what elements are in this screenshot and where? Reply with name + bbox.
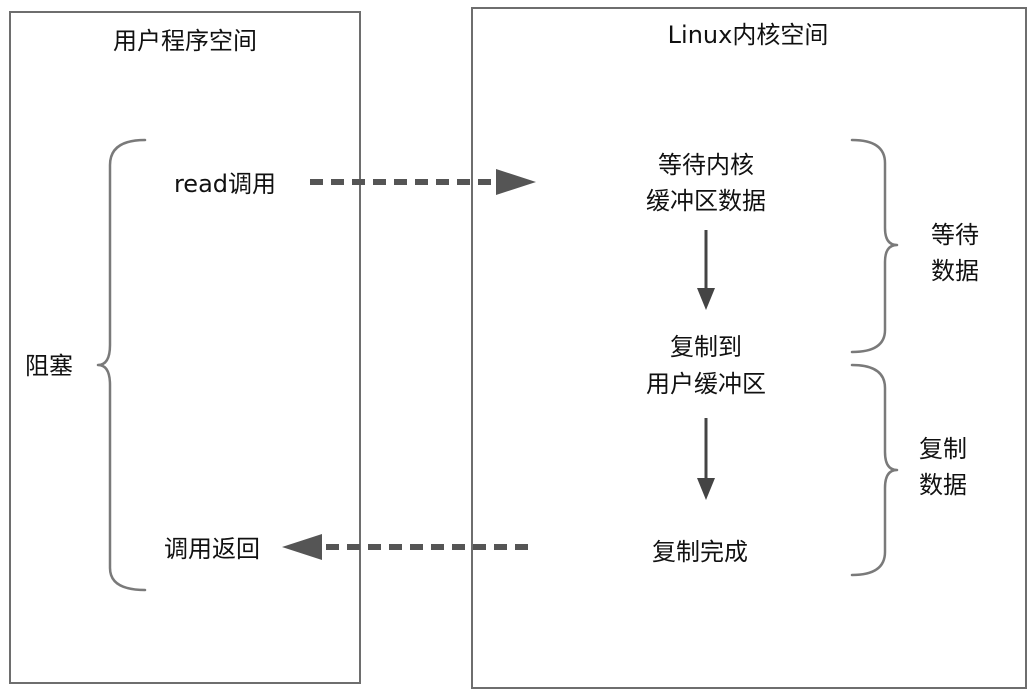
kernel-space-title: Linux内核空间 bbox=[668, 21, 829, 49]
step-copy-complete: 复制完成 bbox=[652, 538, 748, 566]
step-arrow-2-head bbox=[697, 478, 715, 500]
phase-copy-line2: 数据 bbox=[919, 471, 967, 499]
read-call-arrowhead bbox=[496, 169, 536, 195]
step-wait-kernel-line1: 等待内核 bbox=[658, 151, 754, 179]
step-copy-line1: 复制到 bbox=[670, 333, 742, 361]
user-space-box bbox=[9, 11, 361, 684]
call-return-label: 调用返回 bbox=[164, 535, 260, 563]
kernel-space-box bbox=[471, 7, 1027, 689]
step-wait-kernel-line2: 缓冲区数据 bbox=[646, 187, 766, 215]
wait-data-brace bbox=[850, 138, 899, 354]
step-arrow-1-head bbox=[697, 288, 715, 310]
call-return-arrowhead bbox=[282, 534, 322, 560]
blocking-label: 阻塞 bbox=[25, 352, 73, 380]
read-call-label: read调用 bbox=[174, 170, 276, 198]
phase-wait-line2: 数据 bbox=[931, 257, 979, 285]
phase-wait-line1: 等待 bbox=[931, 221, 979, 249]
step-copy-line2: 用户缓冲区 bbox=[646, 370, 766, 398]
phase-copy-line1: 复制 bbox=[919, 435, 967, 463]
blocking-brace bbox=[96, 138, 147, 592]
copy-data-brace bbox=[850, 363, 899, 577]
user-space-title: 用户程序空间 bbox=[113, 27, 257, 55]
